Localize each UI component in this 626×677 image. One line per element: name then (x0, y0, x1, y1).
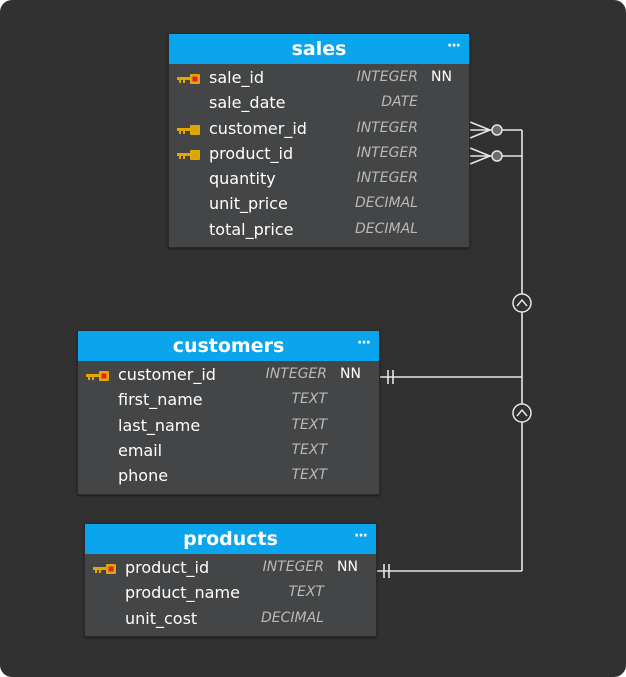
column-row[interactable]: unit_cost DECIMAL (85, 607, 376, 632)
column-type: TEXT (291, 416, 327, 433)
column-type: INTEGER (356, 119, 418, 136)
column-list: product_id INTEGER NN product_name TEXT unit_… (85, 554, 376, 632)
column-row[interactable]: first_name TEXT (78, 388, 379, 413)
column-row[interactable]: unit_price DECIMAL (169, 192, 469, 217)
column-row[interactable]: product_name TEXT (85, 581, 376, 606)
column-name: product_id (209, 143, 294, 163)
column-name: product_id (125, 558, 210, 577)
column-type: INTEGER (262, 559, 324, 575)
column-type: INTEGER (265, 366, 327, 382)
column-type: INTEGER (356, 170, 418, 187)
table-header[interactable]: sales ··· (169, 34, 469, 64)
table-title: products (183, 528, 278, 550)
table-title: customers (172, 335, 285, 357)
table-header[interactable]: products ··· (85, 524, 376, 554)
table-title: sales (291, 38, 347, 60)
column-row[interactable]: product_id INTEGER NN (85, 556, 376, 581)
column-type: DECIMAL (355, 220, 418, 237)
column-name: total_price (209, 219, 294, 239)
column-name: last_name (118, 415, 201, 435)
column-name: customer_id (209, 118, 307, 138)
not-null-flag: NN (337, 559, 358, 575)
column-row[interactable]: customer_id INTEGER (169, 117, 469, 142)
column-type: DECIMAL (261, 609, 324, 626)
column-name: unit_cost (125, 608, 198, 628)
column-name: email (118, 440, 163, 460)
not-null-flag: NN (340, 366, 361, 382)
table-menu-icon[interactable]: ··· (354, 528, 368, 544)
column-row[interactable]: last_name TEXT (78, 414, 379, 439)
column-type: TEXT (288, 584, 324, 601)
column-type: DECIMAL (355, 195, 418, 212)
column-row[interactable]: sale_id INTEGER NN (169, 66, 469, 91)
column-row[interactable]: email TEXT (78, 439, 379, 464)
column-row[interactable]: product_id INTEGER (169, 142, 469, 167)
column-type: TEXT (291, 441, 327, 458)
not-null-flag: NN (431, 69, 452, 85)
table-header[interactable]: customers ··· (78, 331, 379, 361)
column-name: quantity (209, 169, 276, 189)
column-type: INTEGER (356, 69, 418, 85)
column-name: sale_id (209, 68, 265, 87)
column-type: INTEGER (356, 144, 418, 161)
column-row[interactable]: quantity INTEGER (169, 167, 469, 192)
column-type: TEXT (291, 467, 327, 484)
column-name: sale_date (209, 93, 286, 113)
table-menu-icon[interactable]: ··· (447, 38, 461, 54)
column-row[interactable]: phone TEXT (78, 464, 379, 489)
column-type: DATE (381, 94, 418, 111)
column-name: first_name (118, 390, 203, 410)
table-menu-icon[interactable]: ··· (357, 335, 371, 351)
column-name: phone (118, 466, 169, 486)
collapse-toggle-icon (512, 293, 532, 423)
column-row[interactable]: customer_id INTEGER NN (78, 363, 379, 388)
column-name: customer_id (118, 365, 216, 384)
table-customers[interactable]: customers ··· customer_id INTEGER NN first_… (77, 330, 380, 495)
column-row[interactable]: sale_date DATE (169, 91, 469, 116)
column-row[interactable]: total_price DECIMAL (169, 218, 469, 243)
column-name: product_name (125, 583, 240, 603)
column-type: TEXT (291, 391, 327, 408)
column-name: unit_price (209, 194, 288, 214)
